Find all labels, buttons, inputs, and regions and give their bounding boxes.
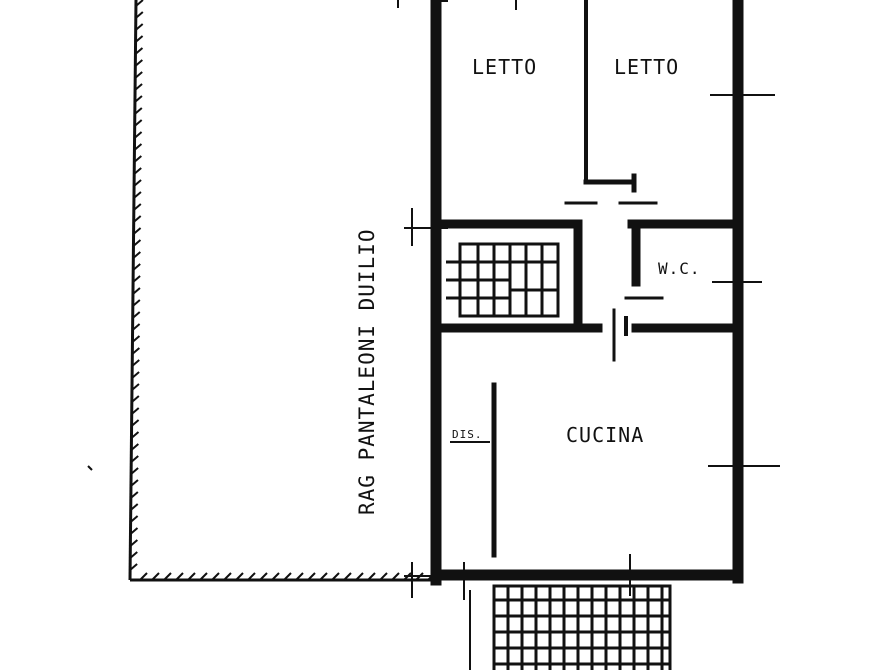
hatch-tick <box>130 455 139 463</box>
outer-walls <box>430 0 744 586</box>
hatch-tick <box>163 572 172 581</box>
hatch-tick <box>132 227 142 235</box>
hatch-tick <box>133 191 142 199</box>
hatch-tick <box>129 563 138 571</box>
hatch-tick <box>187 572 196 581</box>
hatch-tick <box>131 395 140 403</box>
hatch-tick <box>129 551 138 559</box>
hatch-tick <box>134 119 143 127</box>
hatch-tick <box>131 359 140 367</box>
room-label-bedroom-right: LETTO <box>614 55 679 79</box>
hatch-tick <box>343 572 352 581</box>
hatch-tick <box>131 323 141 331</box>
hatch-tick <box>129 539 139 547</box>
hatch-tick <box>133 131 143 139</box>
hatch-tick <box>133 203 142 211</box>
hatch-tick <box>132 275 141 283</box>
hatch-tick <box>130 431 140 439</box>
hatch-tick <box>134 47 144 55</box>
hatch-tick <box>139 572 148 581</box>
hatch-tick <box>135 23 144 31</box>
hatch-tick <box>133 155 142 163</box>
hatch-tick <box>211 572 220 581</box>
hatch-tick <box>199 572 208 581</box>
room-label-storage: DIS. <box>452 428 483 441</box>
hatch-tick <box>134 35 144 43</box>
external-stair-treads <box>494 586 670 670</box>
interior-walls <box>431 0 743 558</box>
hatch-tick <box>134 59 143 67</box>
hatch-tick <box>132 251 141 259</box>
hatch-tick <box>130 479 139 487</box>
hatch-tick <box>379 572 388 581</box>
property-boundary <box>128 0 436 582</box>
room-label-bedroom-left: LETTO <box>472 55 537 79</box>
hatch-tick <box>135 11 144 19</box>
hatch-tick <box>129 527 139 535</box>
interior-staircase <box>446 242 560 318</box>
hatch-tick <box>132 287 141 295</box>
hatch-tick <box>307 572 316 581</box>
hatch-tick <box>133 143 143 151</box>
hatch-tick <box>130 467 139 475</box>
hatch-tick <box>175 572 184 581</box>
room-labels: LETTO LETTO W.C. CUCINA DIS. <box>452 55 701 447</box>
external-staircase <box>469 584 672 670</box>
hatch-tick <box>130 419 140 427</box>
hatch-tick <box>355 572 364 581</box>
hatch-tick <box>132 299 141 307</box>
hatch-tick <box>132 239 142 247</box>
hatch-tick <box>134 95 143 103</box>
hatch-tick <box>133 167 142 175</box>
hatch-tick <box>131 407 140 415</box>
hatch-tick <box>131 347 140 355</box>
hatch-tick <box>391 572 400 581</box>
hatch-tick <box>259 572 268 581</box>
hatch-tick <box>131 335 141 343</box>
hatch-tick <box>135 0 144 7</box>
hatch-tick <box>130 503 139 511</box>
hatch-tick <box>131 383 140 391</box>
hatch-tick <box>131 371 140 379</box>
hatch-tick <box>129 515 139 523</box>
dimension-ticks <box>87 0 780 600</box>
hatch-tick <box>283 572 292 581</box>
hatch-tick <box>331 572 340 581</box>
hatch-tick <box>367 572 376 581</box>
hatch-tick <box>134 107 143 115</box>
hatch-tick <box>319 572 328 581</box>
hatch-tick <box>134 71 143 79</box>
hatch-tick <box>133 179 142 187</box>
street-owner-label: RAG PANTALEONI DUILIO <box>355 228 379 515</box>
hatch-tick <box>130 491 139 499</box>
boundary-hatching-vertical <box>129 0 144 571</box>
hatch-tick <box>295 572 304 581</box>
room-label-wc: W.C. <box>658 259 701 278</box>
hatch-tick <box>134 83 143 91</box>
hatch-tick <box>130 443 139 451</box>
hatch-tick <box>132 311 141 319</box>
hatch-tick <box>271 572 280 581</box>
hatch-tick <box>132 263 141 271</box>
room-label-kitchen: CUCINA <box>566 423 644 447</box>
hatch-tick <box>223 572 232 581</box>
hatch-tick <box>133 215 142 223</box>
hatch-tick <box>247 572 256 581</box>
hatch-tick <box>235 572 244 581</box>
hatch-tick <box>151 572 160 581</box>
